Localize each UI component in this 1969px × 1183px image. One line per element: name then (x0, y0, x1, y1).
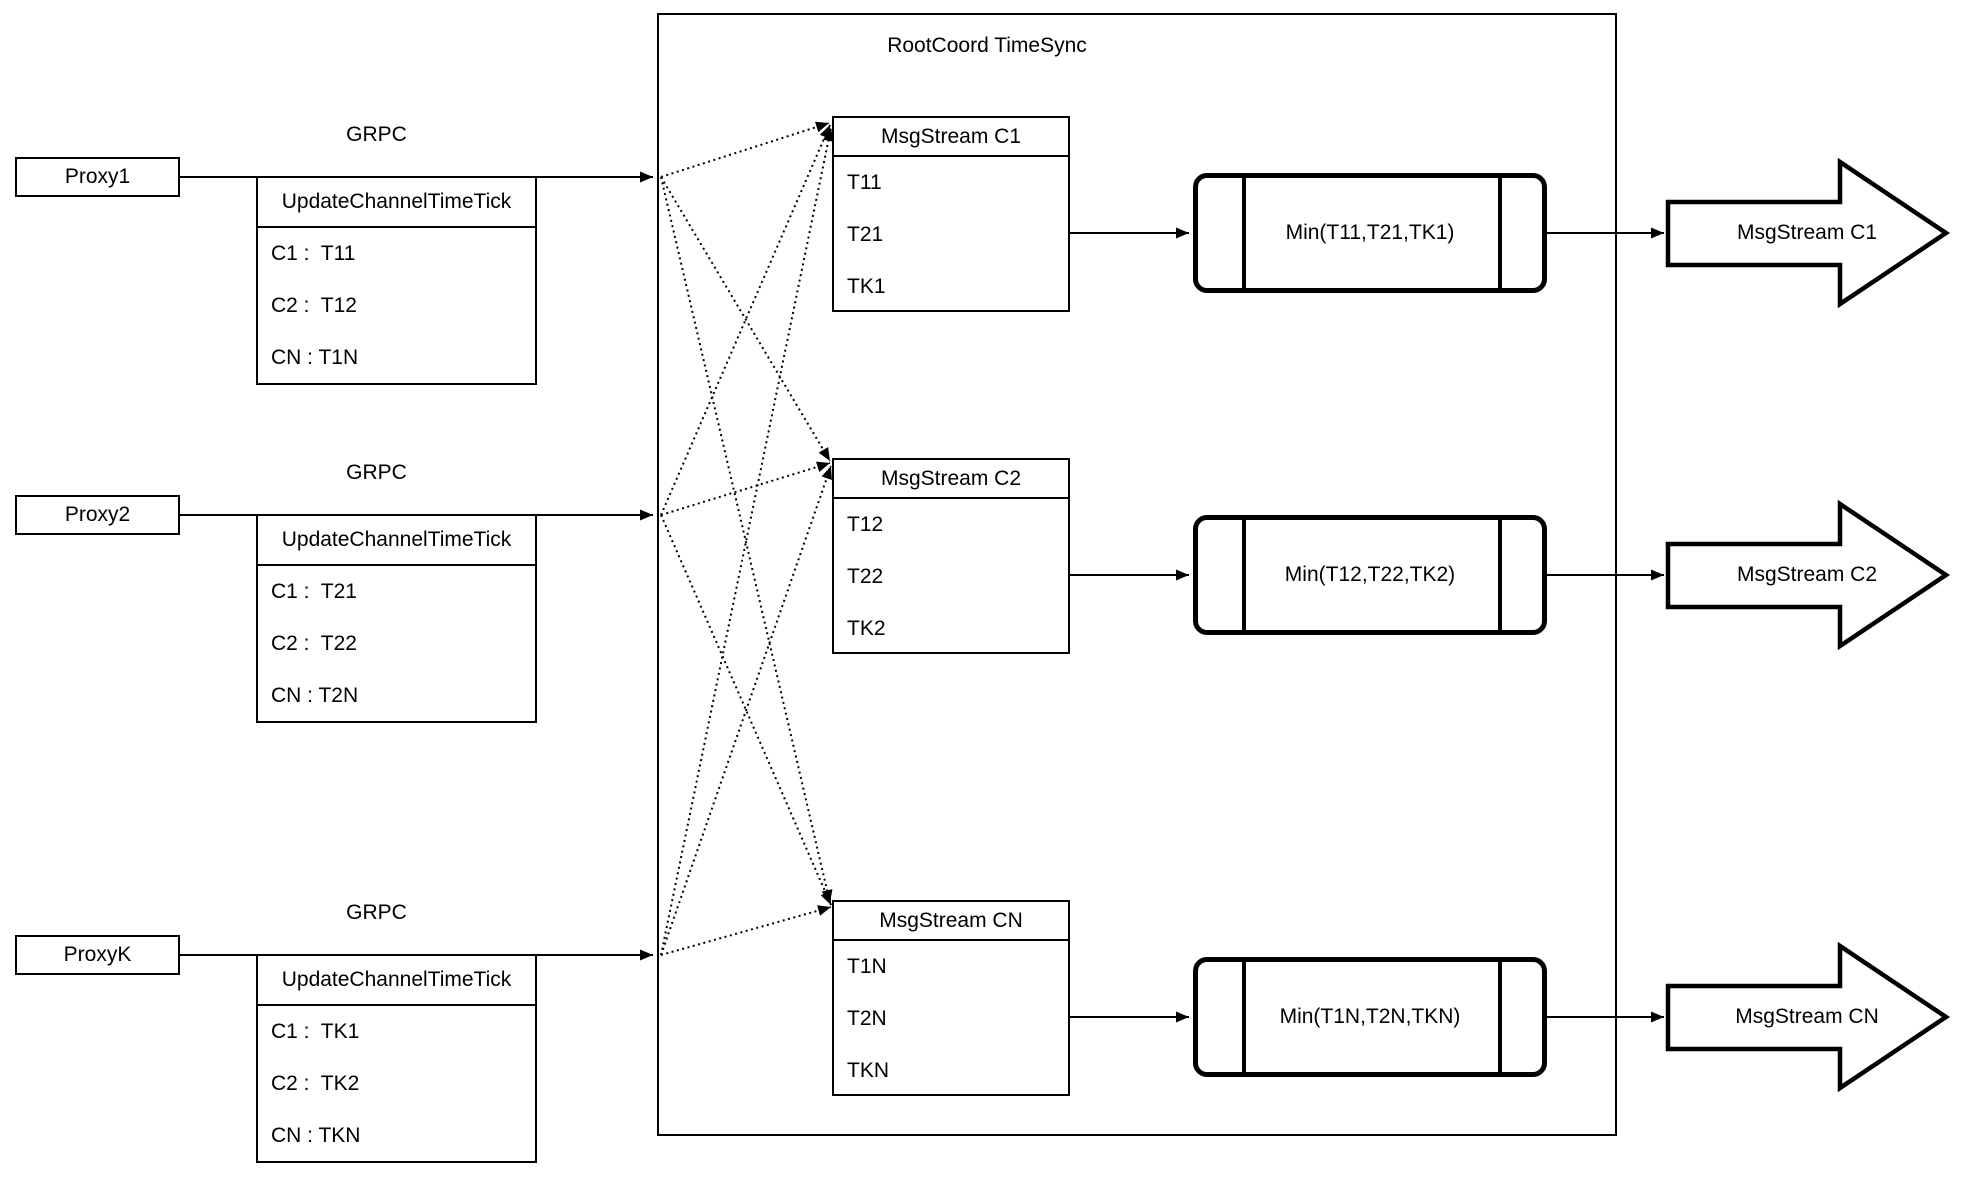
divider (1498, 178, 1502, 288)
msgstream-c1-header: MsgStream C1 (834, 118, 1068, 157)
proxy2-node: Proxy2 (15, 495, 180, 535)
proxy2-label: Proxy2 (64, 503, 131, 526)
divider (1242, 178, 1246, 288)
table-row: C2 : TK2 (271, 1072, 360, 1095)
output-label-c1: MsgStream C1 (1736, 221, 1878, 244)
table-row: CN : T2N (271, 684, 359, 707)
timetick-table-proxy2: UpdateChannelTimeTick C1 : T21 C2 : T22 … (256, 514, 537, 723)
table-row: C2 : T12 (271, 294, 357, 317)
proxyk-label: ProxyK (63, 943, 132, 966)
divider (1242, 520, 1246, 630)
timetick-table-proxyk: UpdateChannelTimeTick C1 : TK1 C2 : TK2 … (256, 954, 537, 1163)
table-row: C1 : T21 (271, 580, 357, 603)
tick-row: TK1 (847, 275, 886, 298)
table-row: C1 : TK1 (271, 1020, 360, 1043)
divider (1498, 520, 1502, 630)
msgstream-cn-table: MsgStream CN T1N T2N TKN (832, 900, 1070, 1096)
table-row: CN : T1N (271, 346, 359, 369)
tick-row: T22 (847, 565, 884, 588)
tick-row: T11 (847, 171, 882, 194)
min-label-cn: Min(T1N,T2N,TKN) (1279, 1005, 1461, 1028)
tick-row: T1N (847, 955, 887, 978)
proxyk-node: ProxyK (15, 935, 180, 975)
output-label-cn: MsgStream CN (1735, 1005, 1879, 1028)
tick-row: T21 (847, 223, 884, 246)
proxy1-label: Proxy1 (64, 165, 131, 188)
divider (1498, 962, 1502, 1072)
min-node-c2: Min(T12,T22,TK2) (1193, 515, 1547, 635)
min-node-cn: Min(T1N,T2N,TKN) (1193, 957, 1547, 1077)
output-label-c2: MsgStream C2 (1736, 563, 1878, 586)
msgstream-c2-table: MsgStream C2 T12 T22 TK2 (832, 458, 1070, 654)
table-row: C2 : T22 (271, 632, 357, 655)
grpc-label-1: GRPC (346, 123, 407, 146)
proxy1-node: Proxy1 (15, 157, 180, 197)
divider (1242, 962, 1246, 1072)
table-row: CN : TKN (271, 1124, 361, 1147)
tick-row: T2N (847, 1007, 887, 1030)
output-block-arrows (1665, 157, 1951, 1093)
tick-row: TK2 (847, 617, 886, 640)
min-node-c1: Min(T11,T21,TK1) (1193, 173, 1547, 293)
msgstream-c1-table: MsgStream C1 T11 T21 TK1 (832, 116, 1070, 312)
msgstream-c2-header: MsgStream C2 (834, 460, 1068, 499)
timetick-table-header: UpdateChannelTimeTick (258, 516, 535, 566)
grpc-label-2: GRPC (346, 461, 407, 484)
table-row: C1 : T11 (271, 242, 356, 265)
timetick-table-header: UpdateChannelTimeTick (258, 178, 535, 228)
timetick-table-header: UpdateChannelTimeTick (258, 956, 535, 1006)
rootcoord-title: RootCoord TimeSync (887, 34, 1087, 57)
timetick-table-proxy1: UpdateChannelTimeTick C1 : T11 C2 : T12 … (256, 176, 537, 385)
tick-row: T12 (847, 513, 884, 536)
min-label-c1: Min(T11,T21,TK1) (1285, 221, 1455, 244)
min-label-c2: Min(T12,T22,TK2) (1284, 563, 1456, 586)
msgstream-cn-header: MsgStream CN (834, 902, 1068, 941)
tick-row: TKN (847, 1059, 889, 1082)
grpc-label-3: GRPC (346, 901, 407, 924)
